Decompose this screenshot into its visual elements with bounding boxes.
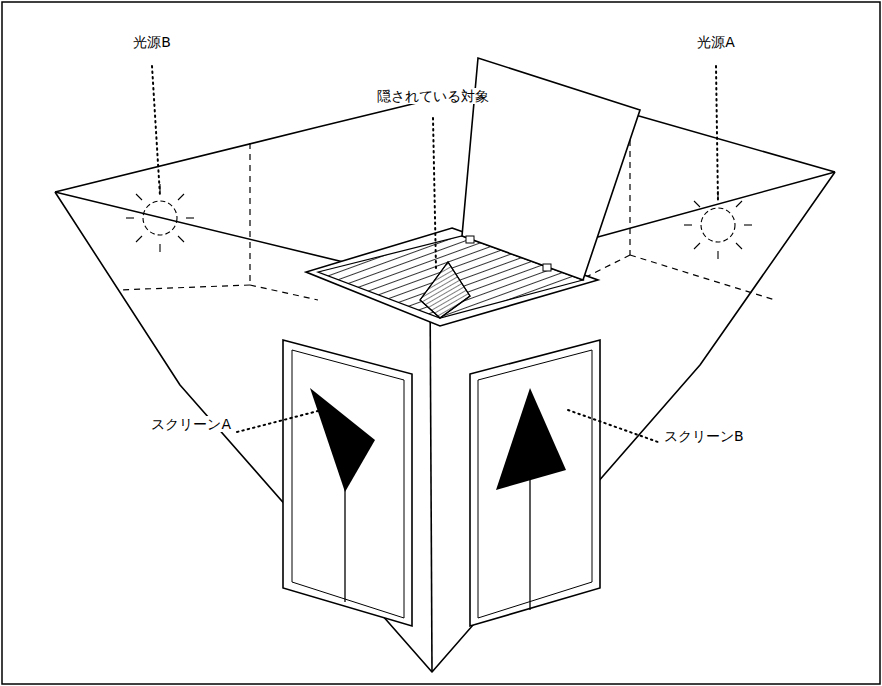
part-label: 光源B <box>131 34 173 51</box>
part-label: スクリーンB <box>662 428 746 445</box>
part-label: 隠されている対象 <box>375 88 491 105</box>
part-label: 光源A <box>695 34 737 51</box>
part-label: スクリーンA <box>149 416 233 433</box>
